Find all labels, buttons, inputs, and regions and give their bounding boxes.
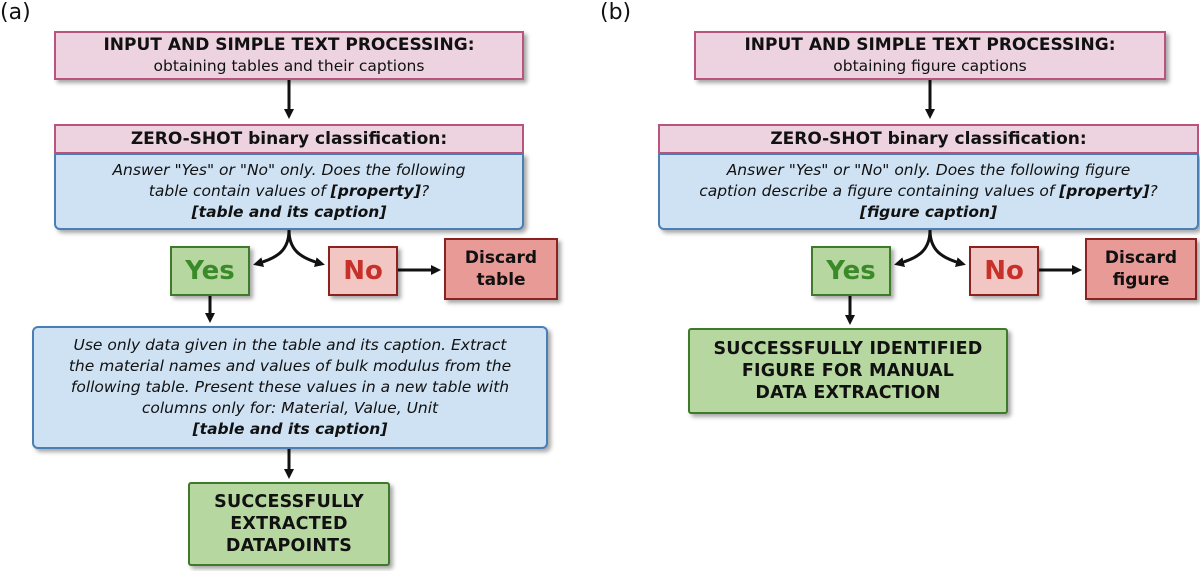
a-zeroshot-prompt-line3: [table and its caption] — [191, 203, 387, 221]
a-yes-box: Yes — [170, 246, 250, 296]
a-discard-box: Discard table — [444, 238, 558, 300]
b-result-line3: DATA EXTRACTION — [755, 383, 941, 403]
arrow-a-zs-to-yes — [253, 229, 291, 267]
a-no-box: No — [328, 246, 398, 296]
a-no-label: No — [343, 256, 383, 286]
b-zeroshot-prompt-text: caption describe a figure containing val… — [699, 182, 1060, 200]
a-result-line3: DATAPOINTS — [225, 536, 353, 556]
b-no-box: No — [969, 246, 1039, 296]
b-discard-box: Discard figure — [1085, 238, 1197, 300]
a-zeroshot-prompt-line2: table contain values of [property]? — [149, 181, 429, 202]
b-zeroshot-prompt-box: Answer "Yes" or "No" only. Does the foll… — [658, 153, 1199, 230]
b-yes-box: Yes — [811, 246, 891, 296]
b-no-label: No — [984, 256, 1024, 286]
b-result-line1: SUCCESSFULLY IDENTIFIED — [713, 339, 983, 359]
b-zeroshot-qmark: ? — [1149, 182, 1158, 200]
b-zeroshot-property: [property] — [1059, 182, 1150, 200]
a-zeroshot-qmark: ? — [420, 182, 430, 200]
a-extract-line2: the material names and values of bulk mo… — [68, 357, 512, 375]
a-result-box: SUCCESSFULLY EXTRACTED DATAPOINTS — [188, 482, 390, 566]
a-extract-line4: columns only for: Material, Value, Unit — [141, 399, 439, 417]
panel-a-label: (a) — [0, 0, 31, 25]
a-extract-line5: [table and its caption] — [192, 420, 388, 438]
a-zeroshot-header: ZERO-SHOT binary classification: — [54, 124, 524, 154]
b-discard-line1: Discard — [1104, 248, 1178, 268]
b-input-subtitle: obtaining figure captions — [833, 57, 1027, 75]
a-discard-line1: Discard — [464, 248, 538, 268]
a-extract-line3: following table. Present these values in… — [70, 378, 510, 396]
arrow-b-zs-to-no — [928, 229, 966, 267]
b-input-title: INPUT AND SIMPLE TEXT PROCESSING: — [744, 35, 1116, 55]
arrow-b-zs-to-yes — [894, 229, 932, 267]
b-input-box: INPUT AND SIMPLE TEXT PROCESSING: obtain… — [694, 31, 1166, 80]
a-zeroshot-prompt-text: table contain values of — [148, 182, 331, 200]
a-extract-prompt-box: Use only data given in the table and its… — [32, 326, 548, 449]
b-result-box: SUCCESSFULLY IDENTIFIED FIGURE FOR MANUA… — [688, 328, 1008, 414]
b-zeroshot-prompt-line2: caption describe a figure containing val… — [699, 181, 1158, 202]
a-yes-label: Yes — [185, 256, 235, 286]
a-input-title: INPUT AND SIMPLE TEXT PROCESSING: — [103, 35, 475, 55]
a-extract-line1: Use only data given in the table and its… — [73, 336, 507, 354]
b-yes-label: Yes — [826, 256, 876, 286]
a-zeroshot-prompt-box: Answer "Yes" or "No" only. Does the foll… — [54, 153, 524, 230]
a-discard-line2: table — [476, 270, 526, 290]
a-zeroshot-title: ZERO-SHOT binary classification: — [130, 128, 448, 149]
a-result-line2: EXTRACTED — [230, 514, 348, 534]
panel-b-label: (b) — [600, 0, 632, 25]
a-input-box: INPUT AND SIMPLE TEXT PROCESSING: obtain… — [54, 31, 524, 80]
b-result-line2: FIGURE FOR MANUAL — [741, 361, 955, 381]
b-zeroshot-header: ZERO-SHOT binary classification: — [658, 124, 1199, 154]
b-zeroshot-title: ZERO-SHOT binary classification: — [770, 128, 1087, 149]
a-zeroshot-prompt-line1: Answer "Yes" or "No" only. Does the foll… — [112, 161, 466, 179]
b-zeroshot-prompt-line1: Answer "Yes" or "No" only. Does the foll… — [726, 161, 1131, 179]
a-zeroshot-property: [property] — [330, 182, 421, 200]
b-zeroshot-prompt-line3: [figure caption] — [859, 203, 998, 221]
a-result-line1: SUCCESSFULLY — [214, 492, 364, 512]
a-input-subtitle: obtaining tables and their captions — [153, 57, 425, 75]
b-discard-line2: figure — [1112, 270, 1170, 290]
arrow-a-zs-to-no — [287, 229, 325, 267]
